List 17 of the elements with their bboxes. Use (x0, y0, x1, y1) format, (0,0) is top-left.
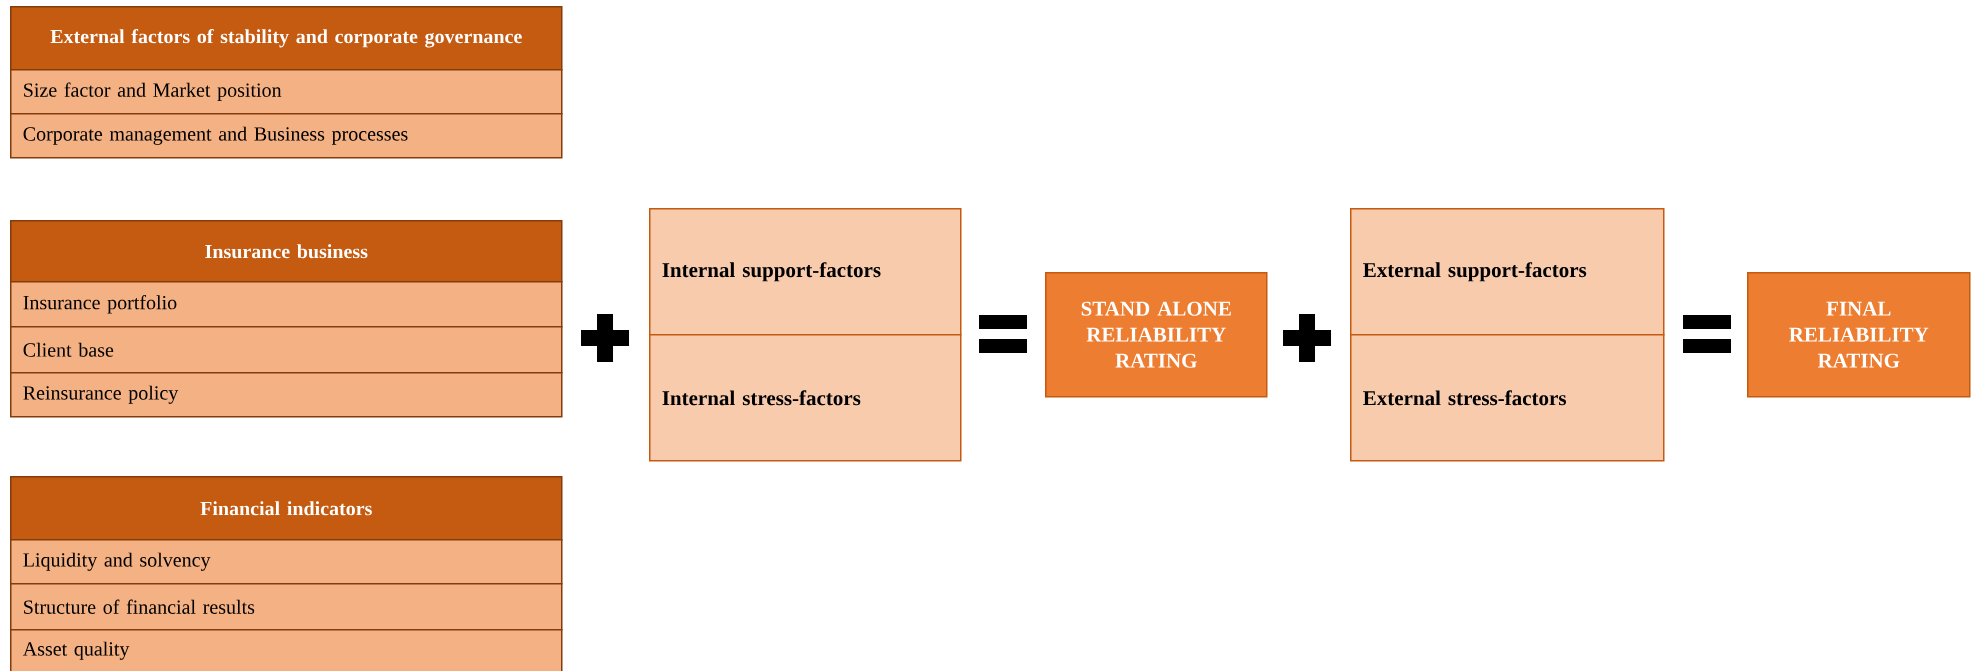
table-row: Client base (10, 326, 563, 374)
table-row: Structure of financial results (10, 583, 563, 631)
table-row: Insurance portfolio (10, 281, 563, 328)
factor-box: Internal stress-factors (649, 334, 962, 462)
rating-box: STAND ALONE RELIABILITY RATING (1045, 272, 1268, 398)
factor-box: Internal support-factors (649, 208, 962, 336)
table-row: Asset quality (10, 629, 563, 671)
table-row: Size factor and Market position (10, 69, 563, 115)
table-row: Corporate management and Business processes (10, 113, 563, 159)
rating-box: FINAL RELIABILITY RATING (1747, 272, 1971, 398)
table-header: Financial indicators (10, 476, 563, 541)
factor-box: External stress-factors (1350, 334, 1665, 462)
table-row: Liquidity and solvency (10, 539, 563, 585)
table-header: Insurance business (10, 220, 563, 283)
table-row: Reinsurance policy (10, 372, 563, 418)
factor-box: External support-factors (1350, 208, 1665, 336)
table-header: External factors of stability and corporate governance (10, 6, 563, 71)
